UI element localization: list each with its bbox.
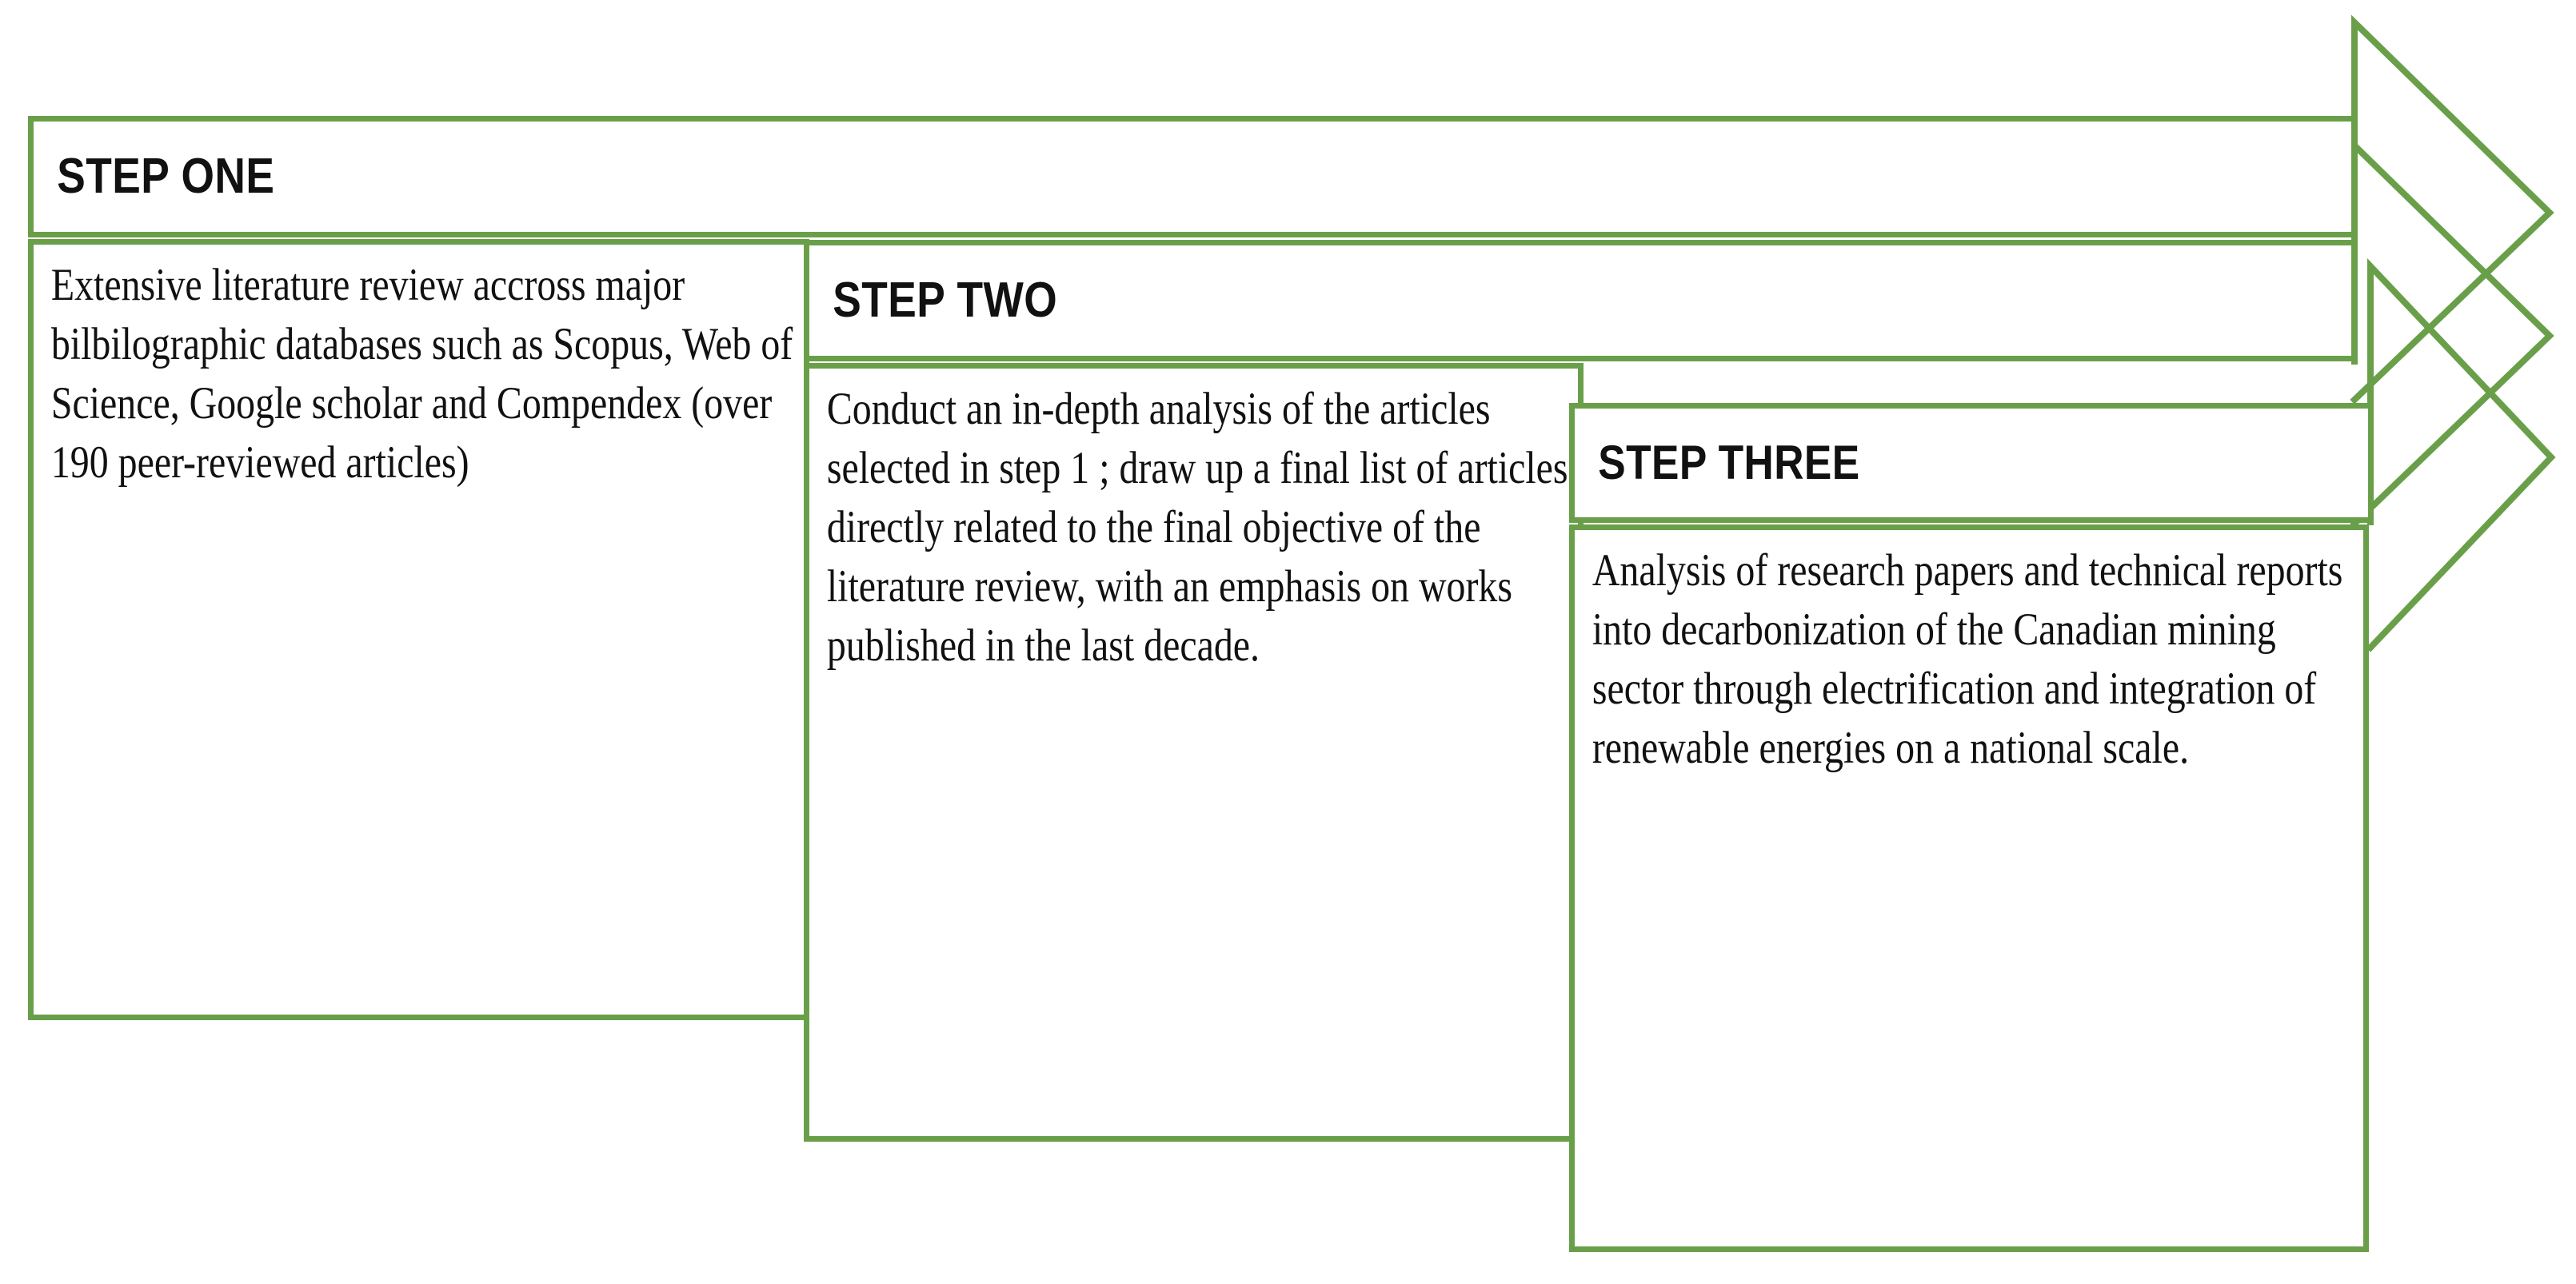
step-three-description: Analysis of research papers and technica… [1592, 545, 2343, 774]
step-three-body-box: Analysis of research papers and technica… [1569, 524, 2369, 1252]
step-two-title: STEP TWO [833, 273, 1058, 328]
chevron-arrow-step-two [2350, 138, 2554, 528]
chevron-arrow-step-three [2366, 257, 2556, 652]
step-two-body-box: Conduct an in-depth analysis of the arti… [804, 363, 1584, 1142]
step-three-title: STEP THREE [1598, 436, 1860, 489]
step-one-body-box: Extensive literature review accross majo… [28, 239, 809, 1020]
step-one-header-box: STEP ONE [28, 116, 2357, 237]
step-one-description: Extensive literature review accross majo… [50, 260, 793, 488]
step-two-description: Conduct an in-depth analysis of the arti… [826, 384, 1568, 672]
step-three-header-box: STEP THREE [1569, 403, 2374, 523]
step-one-title: STEP ONE [57, 149, 275, 204]
chevron-arrow-step-one [2350, 14, 2554, 405]
step-two-header-box: STEP TWO [804, 240, 2357, 361]
